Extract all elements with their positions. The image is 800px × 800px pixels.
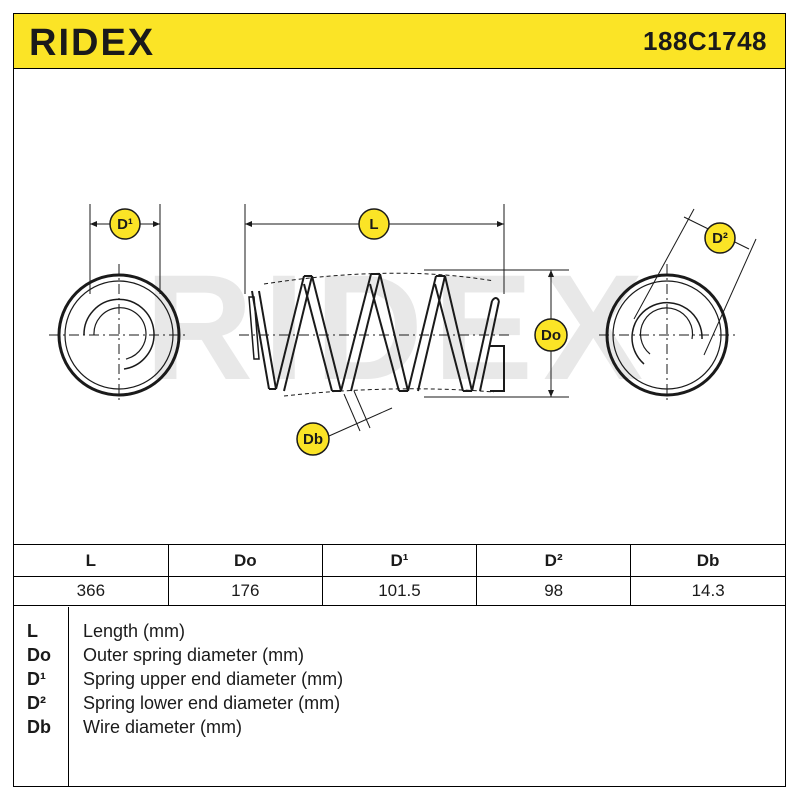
legend-desc: Length (mm): [83, 621, 186, 641]
watermark-text: RIDEX: [145, 243, 653, 411]
legend-desc: Spring upper end diameter (mm): [83, 669, 344, 689]
do-label: Do: [541, 327, 561, 344]
value-cell-d2: 98: [476, 576, 632, 606]
value-cell-db: 14.3: [630, 576, 785, 606]
legend-key: Db: [27, 717, 51, 737]
legend: L Length (mm) Do Outer spring diameter (…: [14, 607, 785, 787]
legend-desc: Spring lower end diameter (mm): [83, 693, 341, 713]
legend-key: D¹: [27, 669, 46, 689]
do-badge: Do: [534, 318, 568, 352]
table-header-row: L Do D¹ D² Db: [14, 544, 785, 577]
datasheet-frame: RIDEX 188C1748 RIDEX D¹: [13, 13, 786, 787]
db-badge: Db: [296, 422, 330, 456]
upper-end-view: [49, 204, 189, 404]
header-cell-d2: D²: [476, 544, 632, 577]
legend-item: L Length (mm): [14, 619, 785, 643]
header-cell-db: Db: [630, 544, 785, 577]
legend-key: L: [27, 621, 38, 641]
dimensions-table: L Do D¹ D² Db 366 176 101.5 98 14.3: [14, 544, 785, 606]
value-cell-do: 176: [167, 576, 323, 606]
header-bar: RIDEX 188C1748: [14, 14, 785, 69]
spring-diagram: RIDEX D¹: [49, 204, 757, 456]
l-badge: L: [358, 208, 390, 240]
ridex-logo: RIDEX: [29, 24, 155, 60]
part-number: 188C1748: [643, 26, 767, 56]
d2-badge: D²: [704, 222, 736, 254]
d2-label: D²: [712, 230, 728, 247]
header-cell-l: L: [14, 544, 169, 577]
legend-desc: Outer spring diameter (mm): [83, 645, 305, 665]
legend-divider: [68, 607, 69, 787]
legend-item: D¹ Spring upper end diameter (mm): [14, 667, 785, 691]
logo-text: RIDEX: [29, 24, 155, 60]
d1-badge: D¹: [109, 208, 141, 240]
legend-item: D² Spring lower end diameter (mm): [14, 691, 785, 715]
legend-desc: Wire diameter (mm): [83, 717, 243, 737]
value-cell-l: 366: [14, 576, 169, 606]
header-cell-d1: D¹: [321, 544, 478, 577]
db-label: Db: [303, 431, 323, 448]
d1-label: D¹: [117, 216, 133, 233]
header-cell-do: Do: [167, 544, 323, 577]
legend-item: Db Wire diameter (mm): [14, 715, 785, 739]
legend-key: D²: [27, 693, 46, 713]
value-cell-d1: 101.5: [321, 576, 478, 606]
spring-side-view: [239, 204, 569, 437]
l-label: L: [369, 216, 378, 233]
legend-key: Do: [27, 645, 51, 665]
table-value-row: 366 176 101.5 98 14.3: [14, 576, 785, 606]
legend-item: Do Outer spring diameter (mm): [14, 643, 785, 667]
